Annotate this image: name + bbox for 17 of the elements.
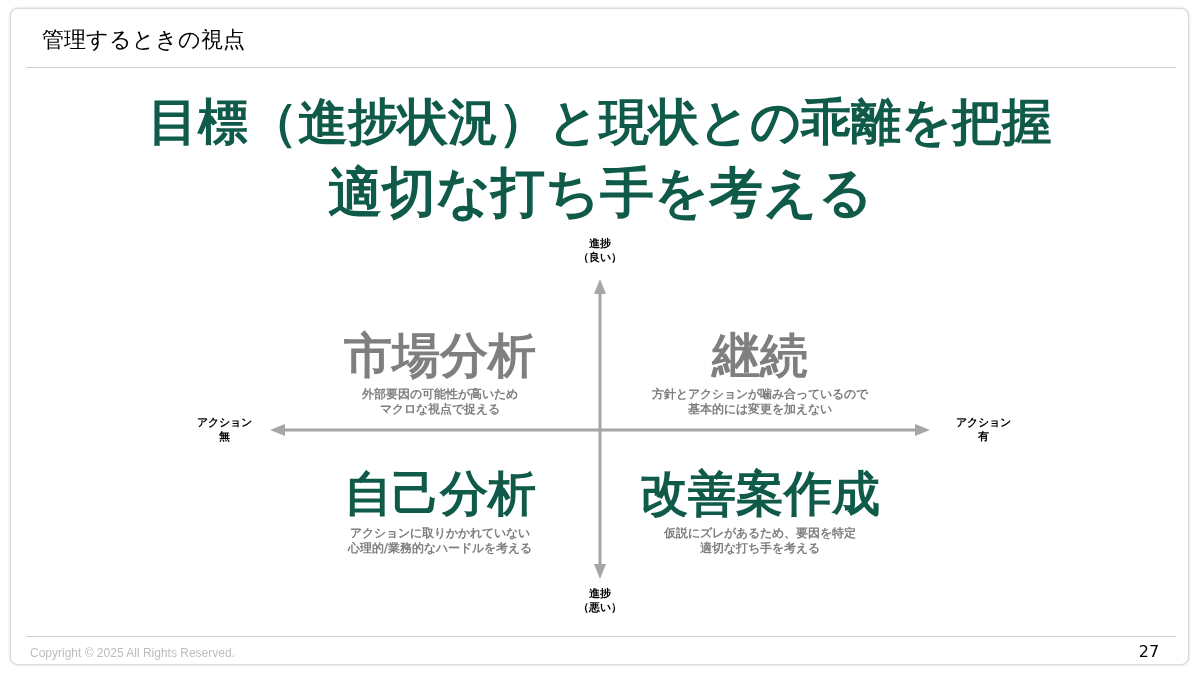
page-title: 管理するときの視点 — [42, 26, 245, 54]
quadrant-heading: 継続 — [712, 326, 808, 385]
headline-text: 目標（進捗状況）と現状との乖離を把握 — [148, 91, 1052, 153]
page-number: 27 — [1138, 642, 1160, 662]
quadrant-description: 外部要因の可能性が高いためマクロな視点で捉える — [362, 387, 518, 417]
quadrant-description: 仮説にズレがあるため、要因を特定適切な打ち手を考える — [664, 526, 856, 556]
quadrant-heading: 自己分析 — [344, 464, 536, 523]
axis-label: アクション有 — [955, 416, 1011, 444]
axis-label: アクション無 — [196, 416, 252, 444]
quadrant-description: アクションに取りかかれていない心理的/業務的なハードルを考える — [347, 526, 533, 556]
axis-label: 進捗（良い） — [578, 237, 622, 265]
headline-text: 適切な打ち手を考える — [327, 160, 873, 227]
quadrant-heading: 改善案作成 — [640, 464, 880, 523]
quadrant-heading: 市場分析 — [344, 326, 536, 385]
quadrant-description: 方針とアクションが噛み合っているので基本的には変更を加えない — [652, 387, 868, 417]
axis-label: 進捗（悪い） — [578, 587, 622, 615]
copyright-notice: Copyright © 2025 All Rights Reserved. — [30, 645, 235, 661]
